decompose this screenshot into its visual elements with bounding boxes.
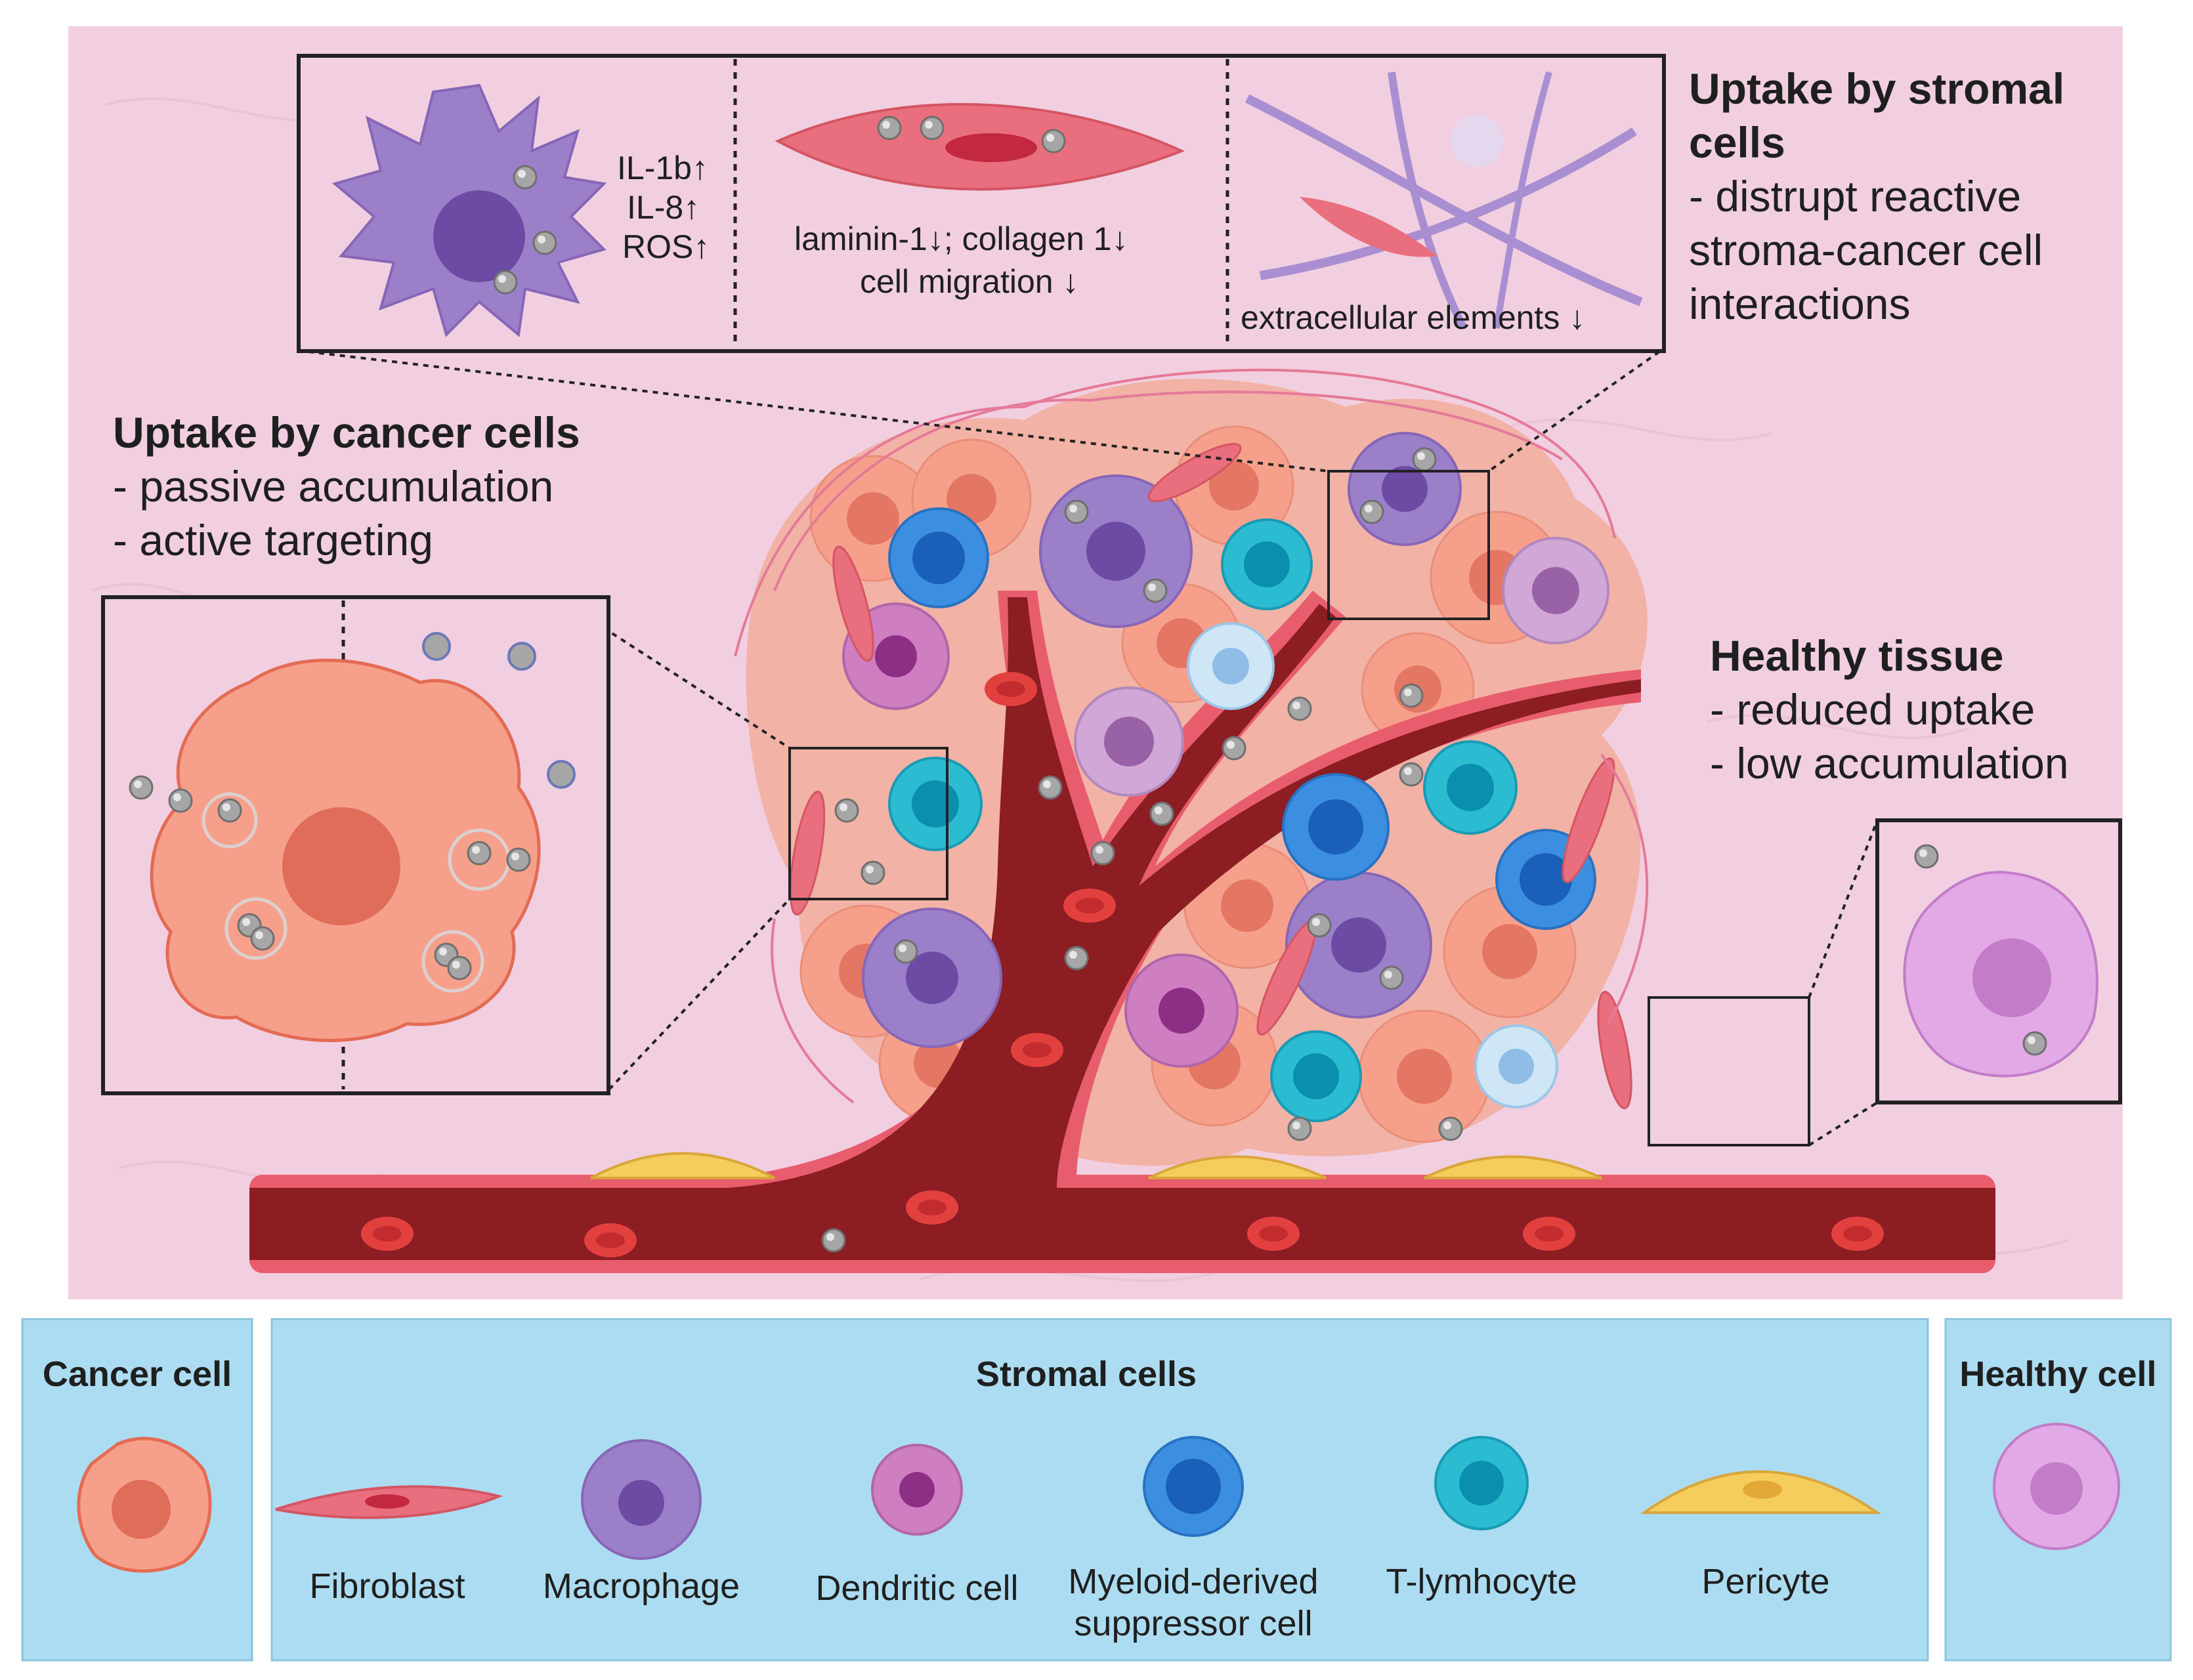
macrophage-effect-2: IL-8↑ — [627, 189, 700, 226]
fibroblast-effect-1: laminin-1↓; collagen 1↓ — [794, 220, 1128, 257]
legend-pericyte-label: Pericyte — [1701, 1562, 1830, 1601]
legend-macrophage-icon — [581, 1439, 702, 1560]
legend-mdsc-icon — [1143, 1436, 1244, 1537]
macrophage-effect-3: ROS↑ — [622, 228, 710, 265]
cancer-inset — [101, 595, 610, 1095]
legend-cancer-cell-icon — [77, 1437, 212, 1573]
legend-tcell-label: T-lymhocyte — [1386, 1562, 1577, 1601]
cancer-uptake-title: Uptake by cancer cells — [113, 408, 580, 457]
stromal-uptake-title-2: cells — [1689, 118, 1785, 167]
zoom-boxes — [788, 470, 1810, 1146]
stromal-uptake-point-2: stroma-cancer cell — [1689, 226, 2043, 274]
legend-fibroblast-icon — [275, 1485, 503, 1519]
healthy-tissue-point-2: - low accumulation — [1710, 739, 2069, 788]
legend-healthy-title: Healthy cell — [1959, 1354, 2157, 1394]
legend-panels — [21, 1318, 2172, 1662]
legend-tcell-icon — [1434, 1436, 1529, 1530]
healthy-inset — [1875, 818, 2122, 1104]
healthy-tissue-point-1: - reduced uptake — [1710, 685, 2035, 734]
targeted-nanoparticles — [422, 632, 576, 789]
legend-healthy-cell-icon — [1993, 1423, 2120, 1550]
cancer-uptake-point-1: - passive accumulation — [113, 462, 554, 511]
legend-pericyte-icon — [1640, 1470, 1882, 1514]
legend-dendritic-icon — [871, 1444, 963, 1536]
cancer-uptake-point-2: - active targeting — [113, 516, 433, 564]
healthy-tissue-title: Healthy tissue — [1710, 631, 2004, 680]
stromal-uptake-point-1: - distrupt reactive — [1689, 172, 2022, 220]
inset-macrophage-icon — [331, 83, 607, 337]
inset-fibroblast-icon — [775, 102, 1185, 191]
stromal-uptake-title-1: Uptake by stromal — [1689, 64, 2065, 113]
inset-ecm-icon — [1245, 71, 1643, 330]
legend-macrophage-label: Macrophage — [542, 1566, 740, 1606]
tumor-stromal-cells — [789, 432, 1632, 1141]
legend-mdsc-label-1: Myeloid-derived — [1068, 1562, 1319, 1601]
fibroblast-effect-2: cell migration ↓ — [860, 263, 1079, 300]
stromal-uptake-point-3: interactions — [1689, 280, 1911, 328]
legend-mdsc-label-2: suppressor cell — [1074, 1604, 1313, 1643]
legend-cancer-title: Cancer cell — [42, 1354, 232, 1394]
stromal-inset — [297, 54, 1666, 353]
fibroblast-fibers — [734, 368, 1649, 1104]
legend-dendritic-label: Dendritic cell — [815, 1568, 1019, 1608]
legend-fibroblast-label: Fibroblast — [309, 1566, 465, 1606]
pericytes — [590, 1152, 1602, 1179]
macrophage-effect-1: IL-1b↑ — [617, 150, 708, 186]
legend-stromal-title: Stromal cells — [975, 1354, 1197, 1394]
blood-vessel — [249, 591, 1995, 1273]
ecm-effect: extracellular elements ↓ — [1241, 299, 1586, 336]
